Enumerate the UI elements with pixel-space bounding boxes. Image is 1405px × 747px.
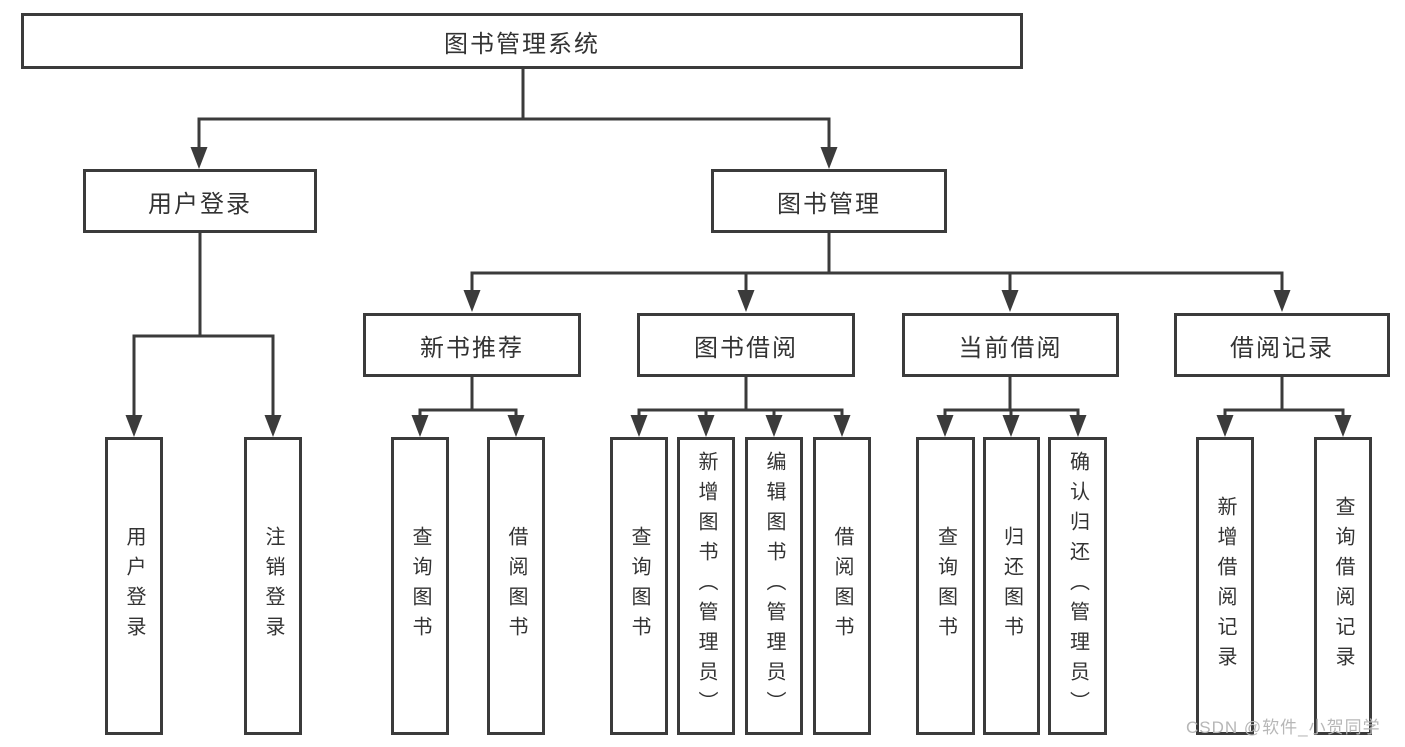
leaf-edit-book-admin-label: 编辑图书（管理员）: [763, 451, 785, 721]
leaf-edit-book-admin: 编辑图书（管理员）: [745, 437, 803, 735]
leaf-add-borrow-record: 新增借阅记录: [1196, 437, 1254, 735]
connector-arrowhead: [1216, 415, 1234, 437]
connector-arrowhead: [125, 415, 143, 437]
leaf-borrow-books-recommend-label: 借阅图书: [505, 526, 527, 646]
leaf-confirm-return-admin: 确认归还（管理员）: [1048, 437, 1107, 735]
leaf-user-login-label: 用户登录: [123, 526, 145, 646]
connector-arrowhead: [697, 415, 715, 437]
connector-arrowhead: [1334, 415, 1352, 437]
connector-arrowheads: [125, 147, 1352, 437]
connector-arrowhead: [190, 147, 208, 169]
node-book-borrow-label: 图书借阅: [694, 334, 798, 362]
node-root: 图书管理系统: [21, 13, 1023, 69]
leaf-query-books-current-label: 查询图书: [934, 526, 957, 646]
node-root-label: 图书管理系统: [444, 30, 600, 58]
node-current-borrow: 当前借阅: [902, 313, 1119, 377]
leaf-confirm-return-admin-label: 确认归还（管理员）: [1066, 451, 1089, 721]
leaf-add-book-admin-label: 新增图书（管理员）: [695, 451, 717, 721]
leaf-query-books-current: 查询图书: [916, 437, 975, 735]
node-user-login-label: 用户登录: [148, 190, 252, 218]
leaf-add-borrow-record-label: 新增借阅记录: [1214, 496, 1236, 676]
connector-arrowhead: [463, 290, 481, 312]
leaf-return-book-label: 归还图书: [1000, 526, 1023, 646]
leaf-return-book: 归还图书: [983, 437, 1040, 735]
node-new-book-recommend: 新书推荐: [363, 313, 581, 377]
node-borrow-records: 借阅记录: [1174, 313, 1390, 377]
connector-arrowhead: [507, 415, 525, 437]
connector-arrowhead: [765, 415, 783, 437]
csdn-watermark: CSDN @软件_小贺同学: [1186, 718, 1381, 737]
leaf-borrow-books-recommend: 借阅图书: [487, 437, 545, 735]
leaf-query-borrow-record-label: 查询借阅记录: [1332, 496, 1354, 676]
connector-arrowhead: [833, 415, 851, 437]
connector-arrowhead: [1069, 415, 1087, 437]
leaf-query-borrow-record: 查询借阅记录: [1314, 437, 1372, 735]
leaf-query-books-borrow-label: 查询图书: [628, 526, 650, 646]
leaf-logout: 注销登录: [244, 437, 302, 735]
connector-arrowhead: [936, 415, 954, 437]
leaf-query-books-recommend-label: 查询图书: [409, 526, 431, 646]
node-book-management: 图书管理: [711, 169, 947, 233]
connector-arrowhead: [630, 415, 648, 437]
node-new-book-recommend-label: 新书推荐: [420, 334, 524, 362]
node-book-management-label: 图书管理: [777, 190, 881, 218]
connector-arrowhead: [1001, 290, 1019, 312]
leaf-query-books-borrow: 查询图书: [610, 437, 668, 735]
connector-arrowhead: [1273, 290, 1291, 312]
connector-arrowhead: [264, 415, 282, 437]
connector-arrowhead: [411, 415, 429, 437]
connector-arrowhead: [820, 147, 838, 169]
leaf-borrow-books: 借阅图书: [813, 437, 871, 735]
leaf-user-login: 用户登录: [105, 437, 163, 735]
node-borrow-records-label: 借阅记录: [1230, 334, 1334, 362]
connector-arrowhead: [737, 290, 755, 312]
leaf-borrow-books-label: 借阅图书: [831, 526, 853, 646]
leaf-query-books-recommend: 查询图书: [391, 437, 449, 735]
leaf-logout-label: 注销登录: [262, 526, 284, 646]
node-book-borrow: 图书借阅: [637, 313, 855, 377]
connector-arrowhead: [1002, 415, 1020, 437]
node-current-borrow-label: 当前借阅: [958, 334, 1063, 362]
leaf-add-book-admin: 新增图书（管理员）: [677, 437, 735, 735]
node-user-login: 用户登录: [83, 169, 317, 233]
